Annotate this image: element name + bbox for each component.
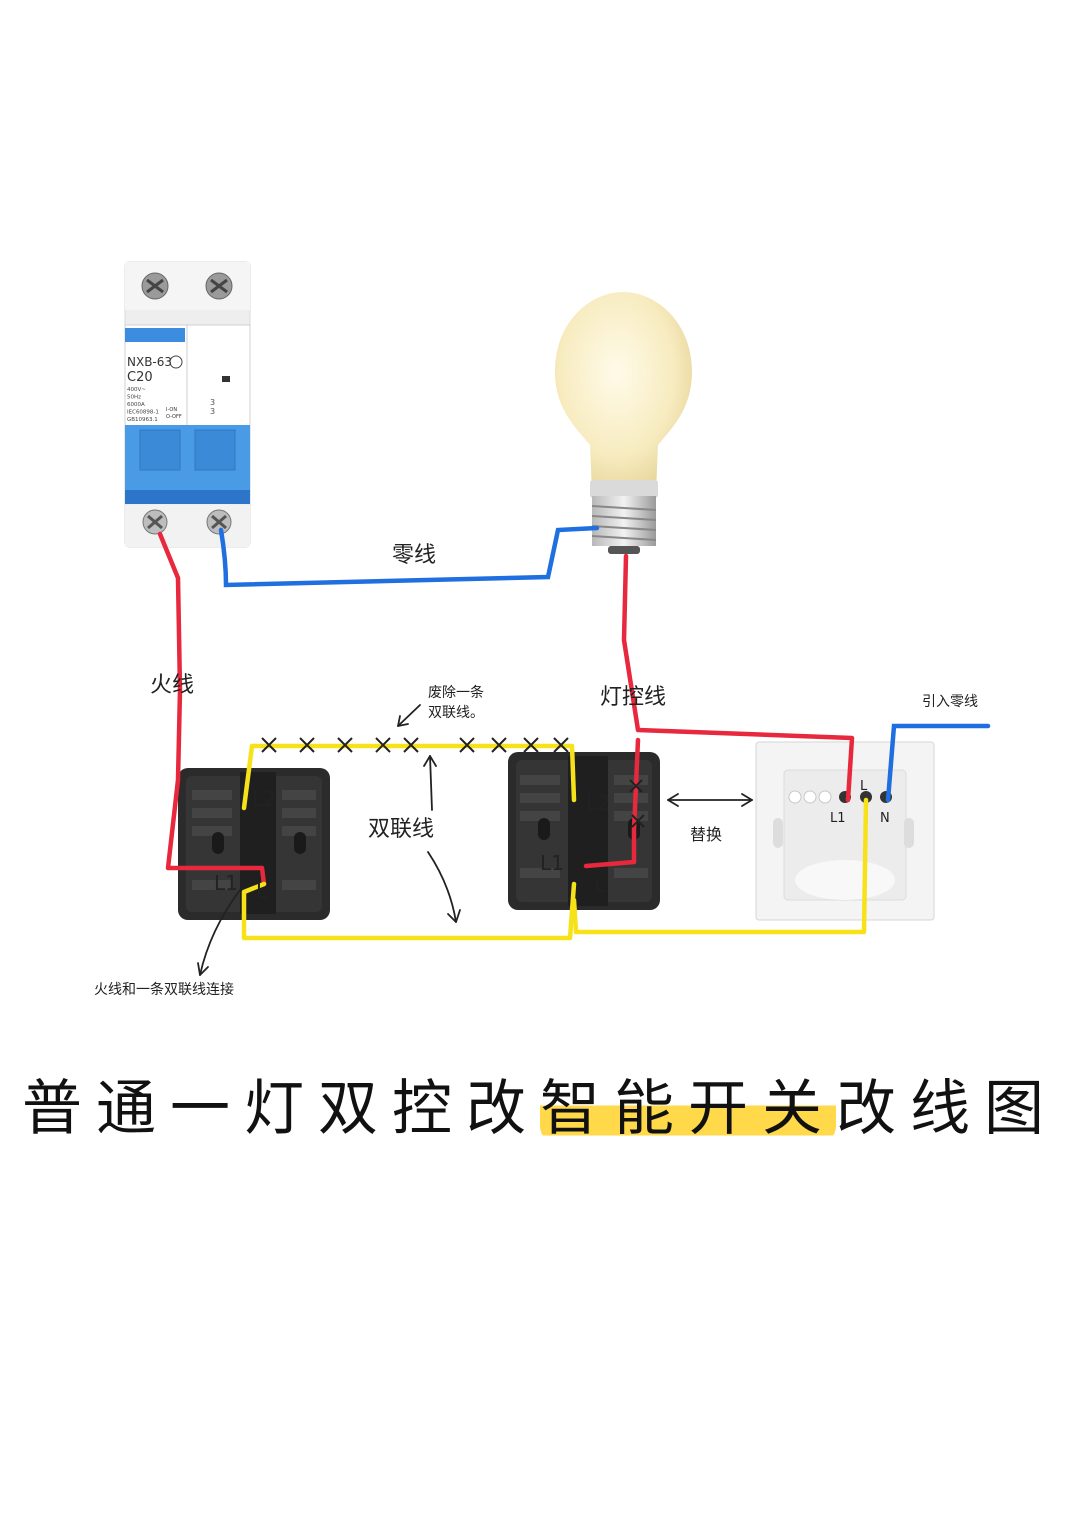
- breaker-off-label: O-OFF: [166, 414, 182, 420]
- breaker-rating: C20: [127, 370, 153, 385]
- breaker-spec-line: GB10963.1: [127, 417, 158, 423]
- removed-wire-cross-marks: [261, 737, 645, 828]
- live-connect-label: 火线和一条双联线连接: [94, 981, 234, 998]
- remove-wire-label-1: 废除一条: [428, 684, 484, 701]
- smart-switch: [755, 741, 935, 921]
- bring-in-neutral-label: 引入零线: [922, 694, 978, 710]
- two-way-wire-label: 双联线: [368, 817, 434, 842]
- neutral-wire-label: 零线: [392, 543, 436, 568]
- two-way-switch-left: [178, 768, 330, 920]
- live-wire: [157, 531, 267, 887]
- right-switch-l1-label: L1: [540, 851, 564, 875]
- neutral-wire-in: [885, 723, 991, 803]
- title-part-1: 普通一灯双控改: [22, 1074, 540, 1144]
- left-switch-l2-label: L2: [252, 787, 276, 811]
- left-switch-l1-label: L1: [214, 871, 238, 895]
- title-highlight: 智能开关: [540, 1074, 836, 1144]
- breaker-bottom-screw-icon: [142, 509, 232, 535]
- breaker-spec-line: 50Hz: [127, 395, 141, 401]
- breaker-terminal-mark-2: 3: [210, 407, 215, 416]
- ccc-mark-icon: [169, 355, 183, 369]
- smart-switch-n-label: N: [880, 811, 890, 826]
- page-title: 普通一灯双控改智能开关改线图: [0, 1060, 1080, 1147]
- breaker-spec-line: 6000A: [127, 402, 145, 408]
- remove-wire-label-2: 双联线。: [428, 705, 484, 721]
- breaker-model: NXB-63: [127, 355, 172, 369]
- light-bulb: [555, 292, 692, 554]
- live-wire-label: 火线: [150, 673, 194, 698]
- annotation-arrows: [197, 704, 753, 976]
- replace-label: 替换: [690, 825, 722, 844]
- breaker-brand-logo: [125, 328, 185, 342]
- breaker-terminal-mark-1: 3: [210, 398, 215, 407]
- title-part-2: 改线图: [836, 1074, 1058, 1144]
- smart-switch-l-wire: [571, 797, 869, 935]
- two-way-switch-right: [508, 752, 660, 910]
- neutral-wire: [218, 525, 600, 588]
- smart-switch-l-label: L: [860, 779, 868, 794]
- breaker-on-label: I-ON: [166, 407, 177, 413]
- lamp-control-wire: [621, 553, 855, 803]
- right-switch-l-label: L: [594, 873, 606, 897]
- lamp-control-wire-label: 灯控线: [600, 685, 666, 710]
- breaker-top-screw-icon: [141, 272, 233, 300]
- left-switch-l-label: L: [256, 879, 268, 903]
- terminal-l-screw-icon: [860, 791, 872, 803]
- right-switch-l2-label: L2: [586, 791, 610, 815]
- breaker-spec-line: 400V~: [127, 387, 146, 393]
- breaker-spec-line: IEC60898-1: [127, 410, 159, 416]
- two-way-wire: [241, 881, 577, 941]
- smart-switch-l1-label: L1: [830, 811, 846, 826]
